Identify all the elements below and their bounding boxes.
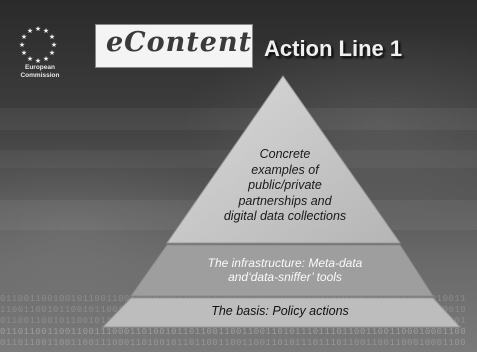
- svg-text:★: ★: [35, 57, 41, 65]
- pyramid-top-line: public/private: [248, 178, 322, 192]
- binary-pattern: 0110110011001100111000110100101101100110…: [0, 338, 467, 348]
- pyramid-base-text: The basis: Policy actions: [211, 304, 349, 318]
- pyramid-top-line: digital data collections: [223, 209, 347, 223]
- pyramid-top-line: examples of: [251, 162, 319, 177]
- svg-text:★: ★: [19, 41, 25, 49]
- pyramid-top-line: Concrete: [259, 147, 311, 161]
- pyramid-middle-line: and‘data-sniffer’ tools: [228, 270, 342, 284]
- binary-pattern: 0110110011001100111000110100101101100110…: [0, 327, 467, 337]
- background-band: [0, 108, 477, 130]
- pyramid-middle-layer: [130, 244, 434, 297]
- eu-caption: European Commission: [8, 64, 72, 80]
- eu-caption-line: Commission: [20, 72, 60, 79]
- econtent-logo-box: [96, 25, 252, 67]
- pyramid-top-line: partnerships and: [238, 193, 332, 208]
- eu-stars-logo: ★ ★ ★ ★ ★ ★ ★ ★ ★ ★ ★ ★: [19, 25, 57, 65]
- pyramid-base-layer: [101, 297, 462, 328]
- pyramid-middle-text: The infrastructure: Meta-data and‘data-s…: [150, 256, 420, 284]
- svg-text:★: ★: [51, 41, 57, 49]
- svg-text:★: ★: [21, 33, 27, 41]
- svg-text:★: ★: [43, 27, 49, 35]
- econtent-logo: eContent: [106, 27, 253, 58]
- svg-text:★: ★: [43, 55, 49, 63]
- svg-text:★: ★: [49, 33, 55, 41]
- svg-text:★: ★: [27, 55, 33, 63]
- pyramid-top-layer: [166, 75, 401, 244]
- svg-text:★: ★: [35, 25, 41, 33]
- svg-text:★: ★: [49, 49, 55, 57]
- eu-caption-line: European: [25, 64, 55, 71]
- svg-text:★: ★: [21, 49, 27, 57]
- svg-text:★: ★: [27, 27, 33, 35]
- pyramid-middle-line: The infrastructure: Meta-data: [207, 256, 363, 270]
- pyramid-top-text: Concrete examples of public/private part…: [170, 147, 400, 225]
- slide-title: Action Line 1: [264, 36, 403, 61]
